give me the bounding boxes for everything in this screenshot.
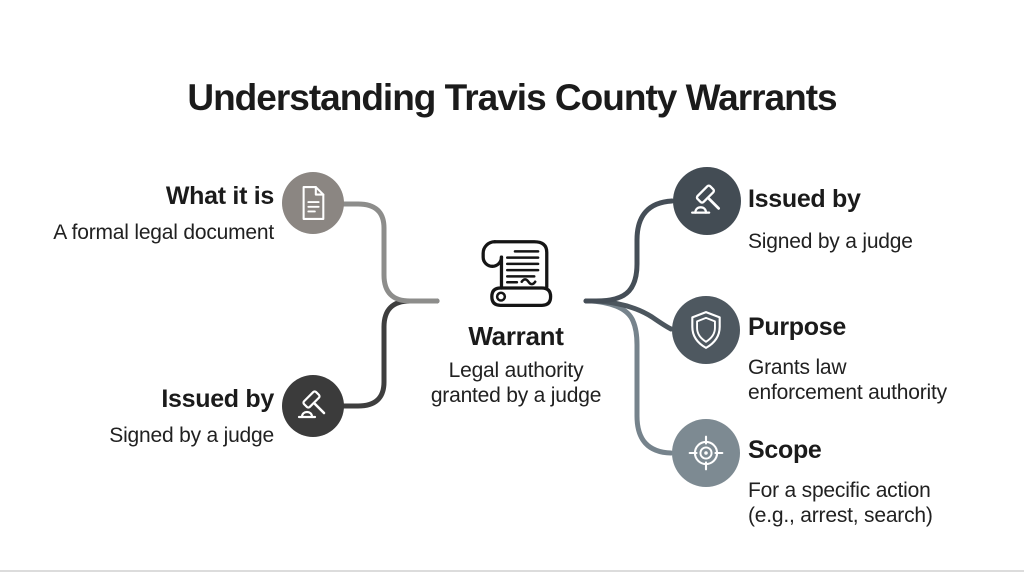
- document-circle: [282, 172, 344, 234]
- scope-circle: [672, 419, 740, 487]
- branch-scope: Scope For a specific action (e.g., arres…: [748, 435, 946, 529]
- target-icon: [688, 435, 724, 471]
- branch-issued-by-right: Issued by Signed by a judge: [748, 184, 913, 255]
- document-icon: [302, 186, 325, 220]
- gavel-circle-right: [673, 167, 741, 235]
- center-description: Legal authority granted by a judge: [430, 359, 602, 407]
- branch-description: Grants law enforcement authority: [748, 356, 947, 404]
- connector-right-issued: [583, 198, 675, 304]
- branch-heading: Issued by: [748, 185, 861, 213]
- gavel-circle-left: [282, 375, 344, 437]
- shield-icon: [691, 311, 721, 349]
- warrant-icon-box: [461, 232, 567, 322]
- connector-left-top: [341, 201, 440, 304]
- center-heading: Warrant: [468, 321, 564, 351]
- branch-description: Signed by a judge: [109, 424, 274, 447]
- center-node: Warrant Legal authority granted by a jud…: [416, 321, 616, 409]
- branch-purpose: Purpose Grants law enforcement authority: [748, 312, 966, 406]
- branch-heading: What it is: [165, 182, 274, 210]
- branch-what-it-is: What it is A formal legal document: [0, 181, 274, 246]
- page-title: Understanding Travis County Warrants: [187, 76, 837, 118]
- branch-description: A formal legal document: [53, 221, 274, 244]
- bottom-edge-line: [0, 570, 1024, 572]
- scroll-icon: [481, 240, 553, 307]
- gavel-icon: [691, 184, 720, 214]
- branch-heading: Issued by: [161, 385, 274, 413]
- branch-heading: Purpose: [748, 313, 846, 341]
- gavel-icon: [297, 390, 326, 419]
- branch-heading: Scope: [748, 436, 822, 464]
- branch-description: Signed by a judge: [748, 230, 913, 253]
- branch-issued-by-left: Issued by Signed by a judge: [0, 384, 274, 449]
- branch-description: For a specific action (e.g., arrest, sea…: [748, 479, 933, 527]
- purpose-circle: [672, 296, 740, 364]
